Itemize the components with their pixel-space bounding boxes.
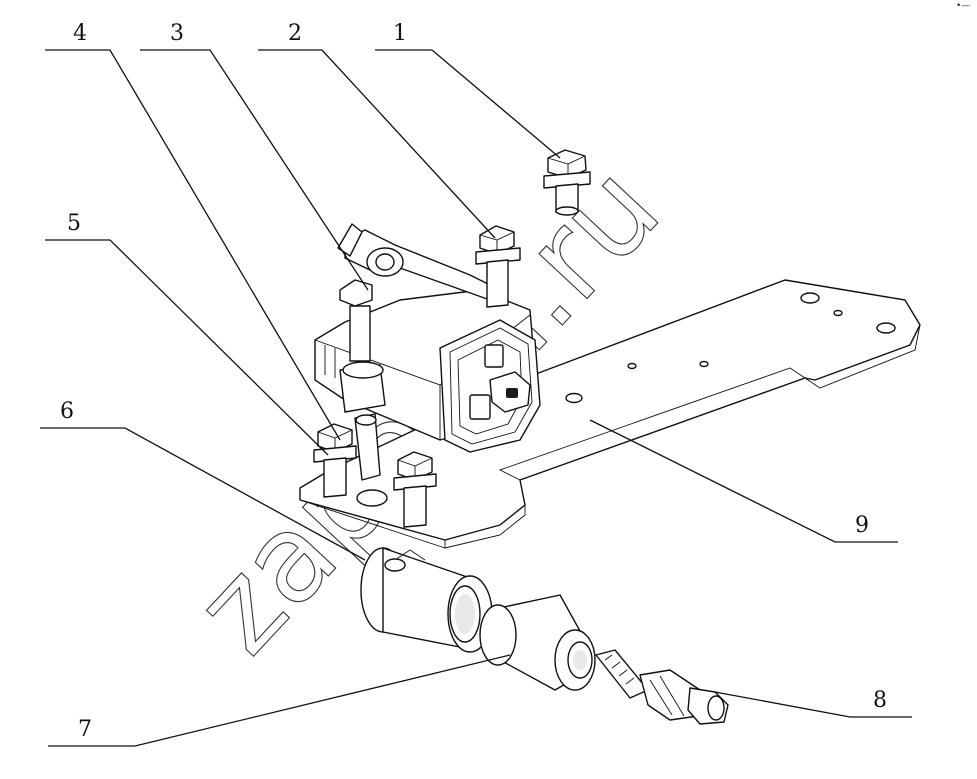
bolt-5 — [313, 423, 357, 498]
leader-4 — [45, 49, 341, 441]
leader-2 — [258, 49, 496, 239]
leader-1 — [375, 49, 561, 159]
bolt-plate — [393, 451, 437, 528]
leader-6 — [40, 427, 366, 561]
leader-9 — [589, 419, 898, 543]
sensor-boss — [360, 547, 493, 653]
mounting-plate — [299, 279, 921, 549]
callout-label-9: 9 — [855, 513, 869, 538]
bolt-1 — [543, 149, 591, 216]
oxygen-sensor — [595, 649, 729, 725]
leader-8 — [714, 691, 912, 718]
callout-label-1: 1 — [393, 21, 407, 46]
callout-label-2: 2 — [288, 21, 302, 46]
leader-3 — [140, 49, 369, 291]
callout-label-4: 4 — [73, 21, 87, 46]
callout-label-3: 3 — [170, 21, 184, 46]
callout-label-5: 5 — [67, 211, 81, 236]
leader-7 — [48, 654, 511, 747]
leader-5 — [45, 239, 329, 456]
callout-labels: 1 2 3 4 5 6 7 8 9 — [60, 21, 887, 742]
corner-mark: •— — [956, 1, 970, 11]
callout-label-6: 6 — [60, 399, 74, 424]
callout-label-7: 7 — [78, 717, 92, 742]
callout-label-8: 8 — [873, 688, 887, 713]
leader-lines — [40, 49, 912, 747]
bolt-2 — [475, 225, 521, 308]
sensor-body — [314, 223, 541, 481]
sensor-sleeve — [479, 594, 596, 691]
